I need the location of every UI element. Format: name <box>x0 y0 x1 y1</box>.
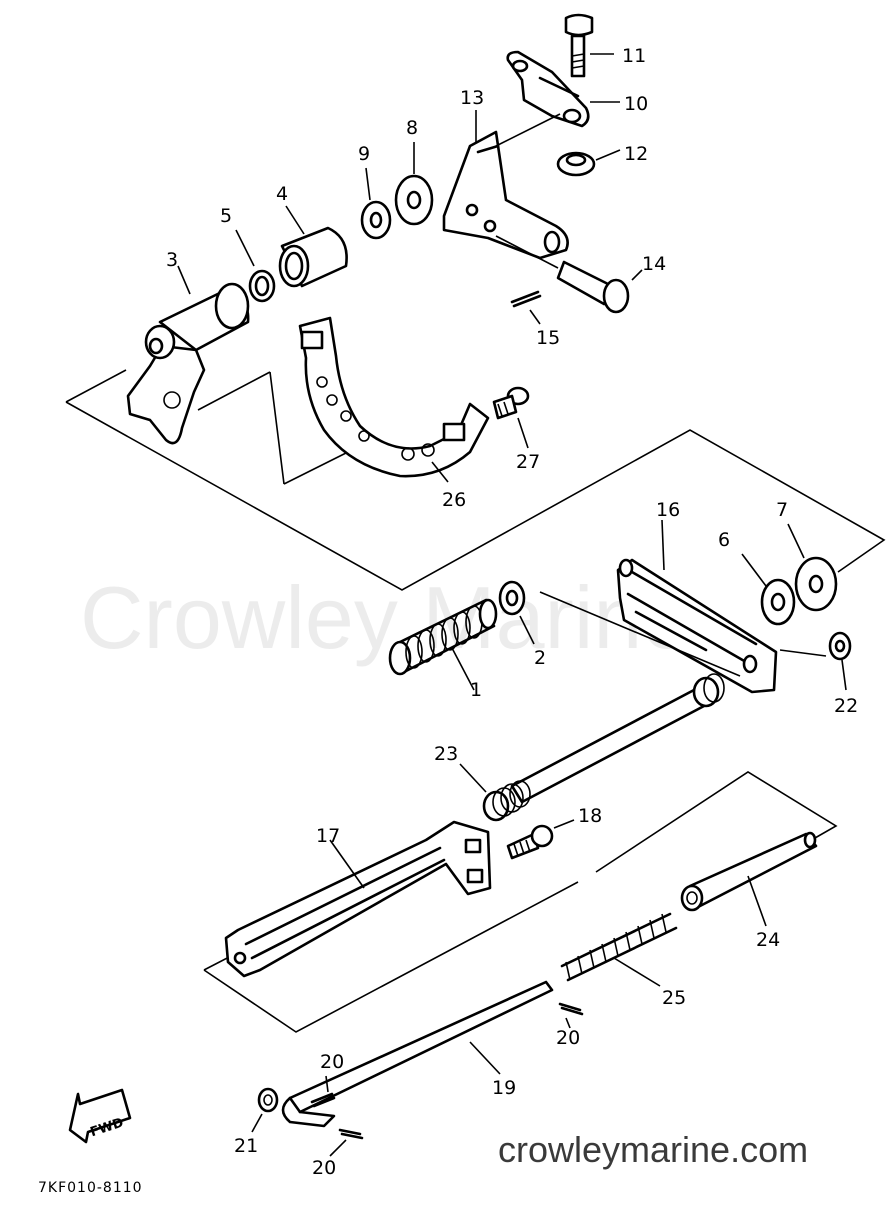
part-21-washer <box>251 1087 279 1133</box>
part-1-spring <box>388 598 498 691</box>
part-11-bolt <box>564 13 614 78</box>
part-2-washer <box>498 580 535 645</box>
callout-2: 2 <box>534 647 546 669</box>
callout-12: 12 <box>624 143 648 165</box>
part-24-tube <box>680 831 818 927</box>
callout-24: 24 <box>756 929 780 951</box>
fwd-arrow-icon: FWD <box>68 1088 132 1144</box>
part-17-lever <box>224 820 492 978</box>
part-26-plate <box>298 316 490 483</box>
part-15-cotter-pin <box>510 290 542 325</box>
callout-18: 18 <box>578 805 602 827</box>
part-22-washer <box>828 631 852 691</box>
part-7-washer <box>787 523 838 612</box>
callout-1: 1 <box>470 679 482 701</box>
part-8-washer <box>394 142 434 226</box>
callout-6: 6 <box>718 529 730 551</box>
part-10-bracket <box>506 50 620 128</box>
part-9-washer <box>360 167 392 240</box>
part-20-cotter-pin-a <box>558 1002 584 1029</box>
shift-rod <box>510 673 725 804</box>
callout-22: 22 <box>834 695 858 717</box>
part-5-ring <box>235 229 276 303</box>
callout-15: 15 <box>536 327 560 349</box>
callout-26: 26 <box>442 489 466 511</box>
part-18-bolt <box>506 819 575 860</box>
callout-9: 9 <box>358 143 370 165</box>
part-14-pin <box>495 235 643 314</box>
callout-11: 11 <box>622 45 646 67</box>
part-3-housing <box>126 265 361 485</box>
callout-20c: 20 <box>312 1157 336 1179</box>
part-4-sleeve <box>278 205 348 288</box>
callout-16: 16 <box>656 499 680 521</box>
part-20-cotter-pin-c <box>329 1128 364 1157</box>
callout-4: 4 <box>276 183 288 205</box>
part-19-rod <box>281 980 554 1128</box>
callout-20a: 20 <box>556 1027 580 1049</box>
callout-19: 19 <box>492 1077 516 1099</box>
callout-13: 13 <box>460 87 484 109</box>
website-url: crowleymarine.com <box>498 1129 808 1170</box>
part-13-bracket <box>442 110 569 260</box>
callout-5: 5 <box>220 205 232 227</box>
assembly-outline-upper <box>65 369 886 591</box>
callout-17: 17 <box>316 825 340 847</box>
part-27-screw <box>492 386 530 449</box>
part-6-washer <box>741 553 796 626</box>
part-23-spring <box>459 763 531 822</box>
callout-23: 23 <box>434 743 458 765</box>
part-16-slide-bracket <box>539 519 827 694</box>
diagram-code: 7KF010-8110 <box>38 1180 143 1196</box>
callout-10: 10 <box>624 93 648 115</box>
callout-25: 25 <box>662 987 686 1009</box>
callout-20b: 20 <box>320 1051 344 1073</box>
part-20-cotter-pin-b <box>310 1075 336 1108</box>
callout-7: 7 <box>776 499 788 521</box>
callout-8: 8 <box>406 117 418 139</box>
part-12-nut <box>556 149 621 177</box>
callout-21: 21 <box>234 1135 258 1157</box>
part-25-spring <box>560 912 678 987</box>
watermark: Crowley Marine <box>80 568 691 667</box>
callout-3: 3 <box>166 249 178 271</box>
callout-14: 14 <box>642 253 666 275</box>
callout-27: 27 <box>516 451 540 473</box>
